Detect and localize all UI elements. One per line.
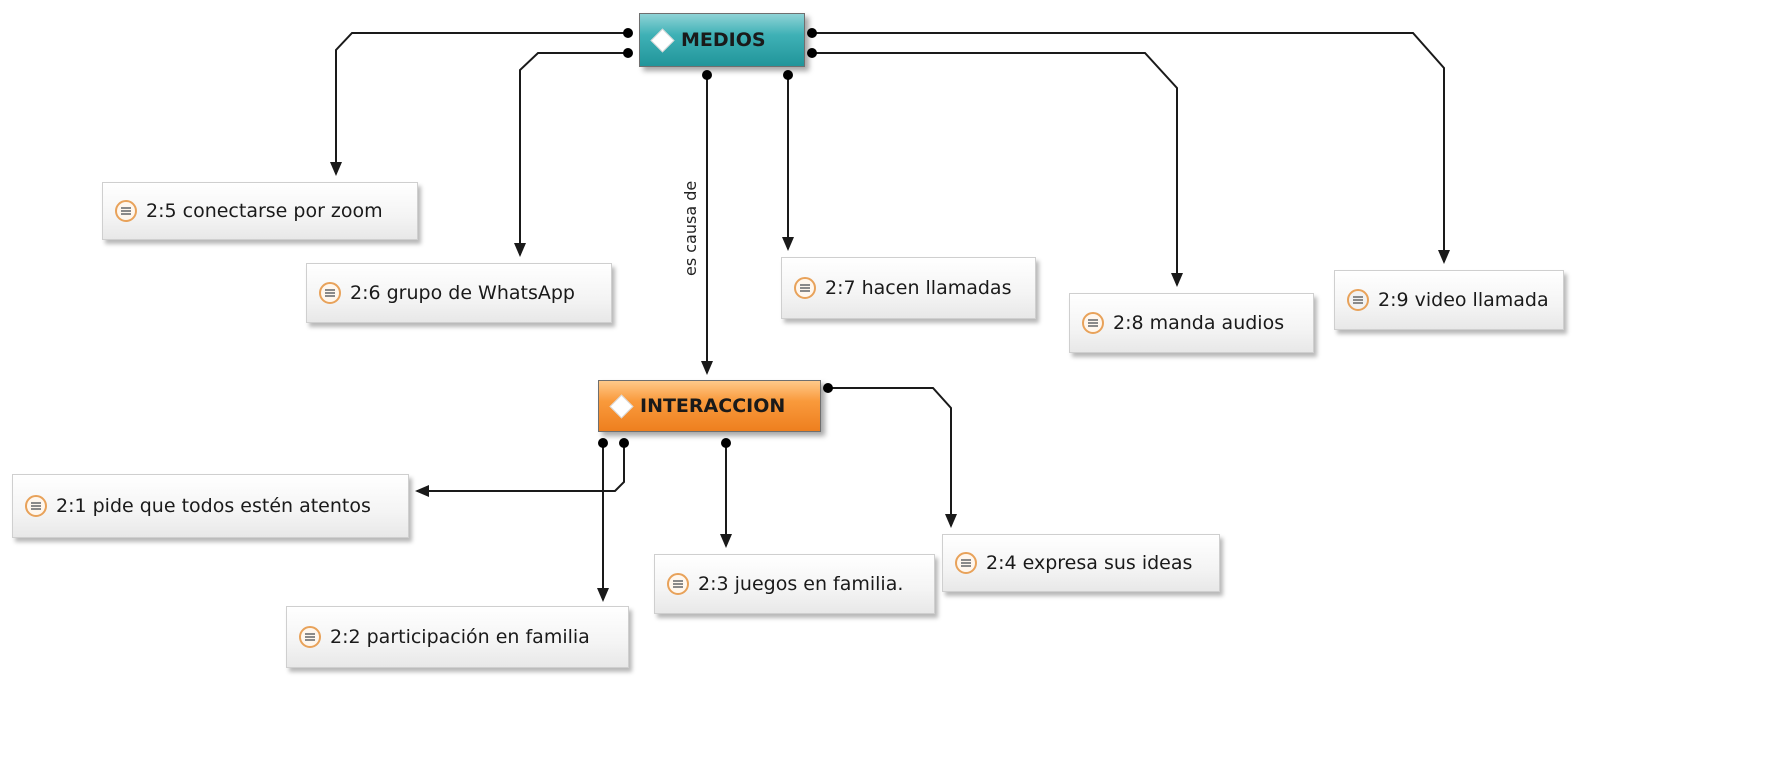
link-interaccion-q21[interactable] [415, 443, 625, 497]
quote-node-2-3[interactable]: 2:3 juegos en familia. [654, 554, 935, 614]
quote-label: 2:8 manda audios [1113, 312, 1285, 334]
link-endpoint [623, 28, 633, 38]
link-endpoint [807, 28, 817, 38]
quotation-icon [299, 626, 321, 648]
diamond-icon [650, 27, 675, 53]
quote-node-2-5[interactable]: 2:5 conectarse por zoom [102, 182, 418, 240]
quotation-icon [115, 200, 137, 222]
quote-label: 2:2 participación en familia [330, 626, 590, 648]
quote-label: 2:9 video llamada [1378, 289, 1549, 311]
quotation-icon [1347, 289, 1369, 311]
link-endpoint [823, 383, 833, 393]
quotation-icon [319, 282, 341, 304]
quotation-icon [794, 277, 816, 299]
quote-label: 2:4 expresa sus ideas [986, 552, 1193, 574]
link-medios-q28[interactable] [812, 52, 1183, 287]
link-endpoint [619, 438, 629, 448]
relation-label: es causa de [681, 180, 700, 276]
quote-node-2-1[interactable]: 2:1 pide que todos estén atentos [12, 474, 409, 538]
code-node-interaccion[interactable]: INTERACCION [598, 380, 821, 432]
quotation-icon [1082, 312, 1104, 334]
quote-label: 2:7 hacen llamadas [825, 277, 1012, 299]
code-node-medios[interactable]: MEDIOS [639, 13, 805, 67]
quote-label: 2:5 conectarse por zoom [146, 200, 383, 222]
link-endpoint [623, 48, 633, 58]
quote-node-2-2[interactable]: 2:2 participación en familia [286, 606, 629, 668]
quote-node-2-8[interactable]: 2:8 manda audios [1069, 293, 1314, 353]
link-medios-q29[interactable] [812, 32, 1450, 264]
link-endpoint [783, 70, 793, 80]
quote-label: 2:3 juegos en familia. [698, 573, 904, 595]
link-endpoint [721, 438, 731, 448]
quote-node-2-6[interactable]: 2:6 grupo de WhatsApp [306, 263, 612, 323]
quotation-icon [25, 495, 47, 517]
link-endpoint [702, 70, 712, 80]
quote-node-2-9[interactable]: 2:9 video llamada [1334, 270, 1564, 330]
link-interaccion-q24[interactable] [828, 387, 957, 528]
link-endpoint [598, 438, 608, 448]
link-medios-q25[interactable] [330, 32, 628, 176]
quote-label: 2:6 grupo de WhatsApp [350, 282, 575, 304]
code-label-medios: MEDIOS [681, 29, 766, 51]
code-label-interaccion: INTERACCION [640, 395, 786, 417]
link-medios-q26[interactable] [514, 52, 628, 257]
quote-label: 2:1 pide que todos estén atentos [56, 495, 371, 517]
quote-node-2-4[interactable]: 2:4 expresa sus ideas [942, 534, 1220, 592]
quotation-icon [955, 552, 977, 574]
quotation-icon [667, 573, 689, 595]
diamond-icon [609, 393, 634, 419]
link-endpoint [807, 48, 817, 58]
quote-node-2-7[interactable]: 2:7 hacen llamadas [781, 257, 1036, 319]
